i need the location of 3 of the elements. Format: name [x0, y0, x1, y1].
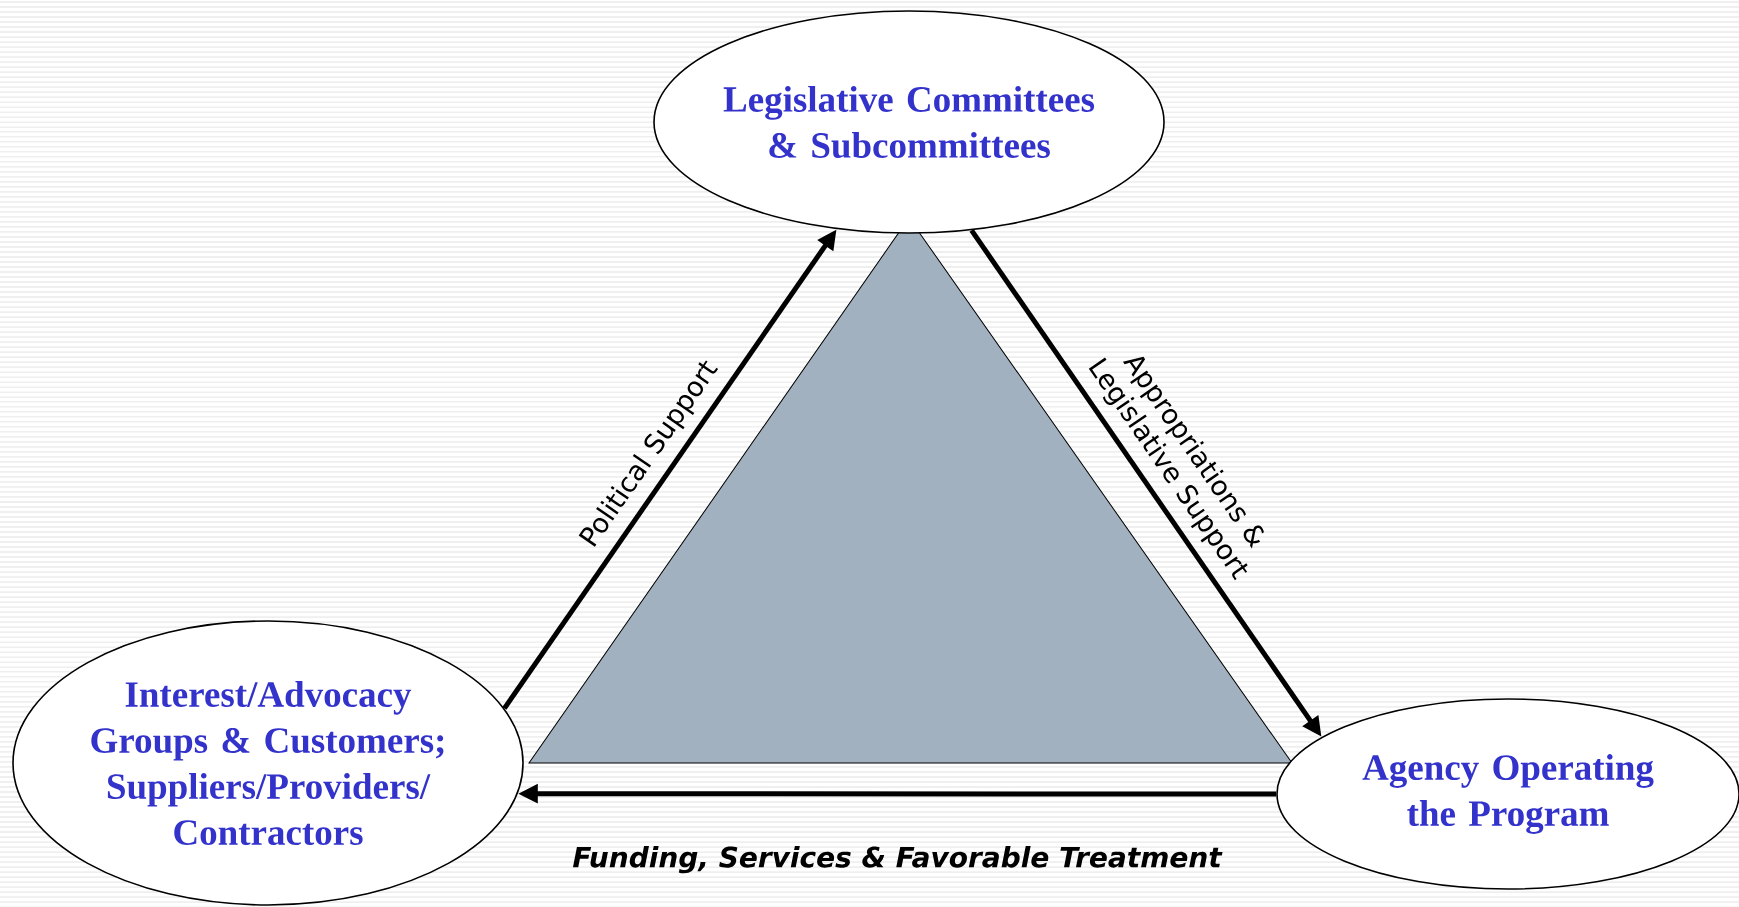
edge-label: Funding, Services & Favorable Treatment: [572, 846, 1223, 874]
node-label: Interest/Advocacy Groups & Customers; Suppliers/Providers/ Contractors: [91, 680, 444, 846]
node-label: Agency Operating the Program: [1362, 754, 1654, 834]
